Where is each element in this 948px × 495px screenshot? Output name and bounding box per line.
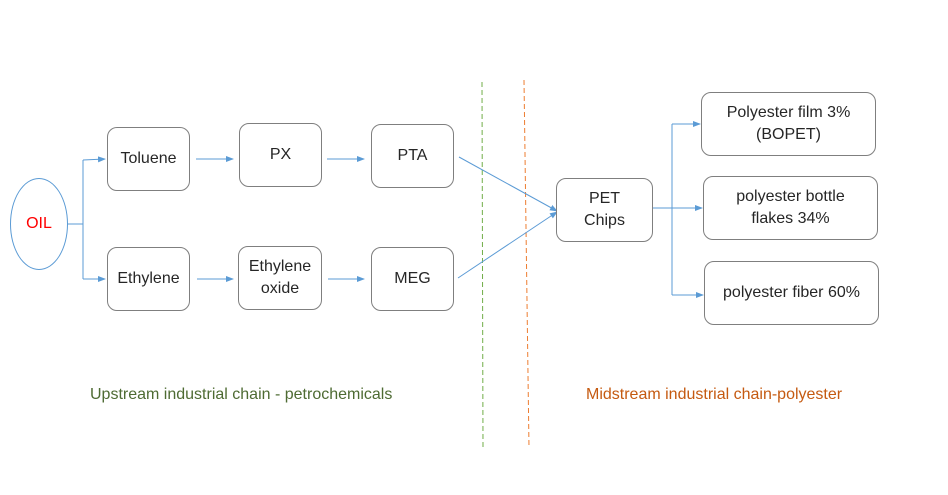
ethylene-oxide-label-line1: Ethylene [248, 258, 312, 275]
pet-label-line1: PET [588, 190, 621, 207]
arrow-pta-pet [458, 156, 558, 212]
arrow-oil-toluene [82, 156, 106, 163]
midstream-section-label: Midstream industrial chain-polyester [586, 386, 843, 403]
ethylene-oxide-label-line2: oxide [260, 280, 300, 297]
upstream-section-label: Upstream industrial chain - petrochemica… [90, 386, 393, 403]
toluene-label: Toluene [120, 150, 177, 167]
product-fiber-line1: polyester fiber 60% [723, 284, 860, 301]
upstream-divider [481, 81, 484, 449]
px-node: PX [239, 123, 322, 187]
midstream-divider [523, 79, 530, 449]
ethylene-label: Ethylene [117, 270, 180, 287]
meg-label: MEG [394, 270, 431, 287]
product-film-line1: Polyester film 3% [726, 104, 851, 121]
pet-label-line2: Chips [584, 212, 625, 229]
ethylene-oxide-node: Ethylene oxide [238, 246, 322, 310]
pta-node: PTA [371, 124, 454, 188]
arrow-meg-pet [457, 211, 558, 279]
pta-label: PTA [397, 147, 428, 164]
toluene-node: Toluene [107, 127, 190, 191]
meg-node: MEG [371, 247, 454, 311]
product-film-line2: (BOPET) [756, 126, 821, 143]
ethylene-node: Ethylene [107, 247, 190, 311]
pet-chips-node: PET Chips [556, 178, 653, 242]
product-fiber-node: polyester fiber 60% [704, 261, 879, 325]
product-bottle-line2: flakes 34% [751, 210, 830, 227]
oil-node: OIL [10, 178, 68, 270]
product-bottle-node: polyester bottle flakes 34% [703, 176, 878, 240]
product-film-node: Polyester film 3% (BOPET) [701, 92, 876, 156]
px-label: PX [269, 146, 292, 163]
oil-label: OIL [26, 215, 52, 232]
product-bottle-line1: polyester bottle [736, 188, 845, 205]
